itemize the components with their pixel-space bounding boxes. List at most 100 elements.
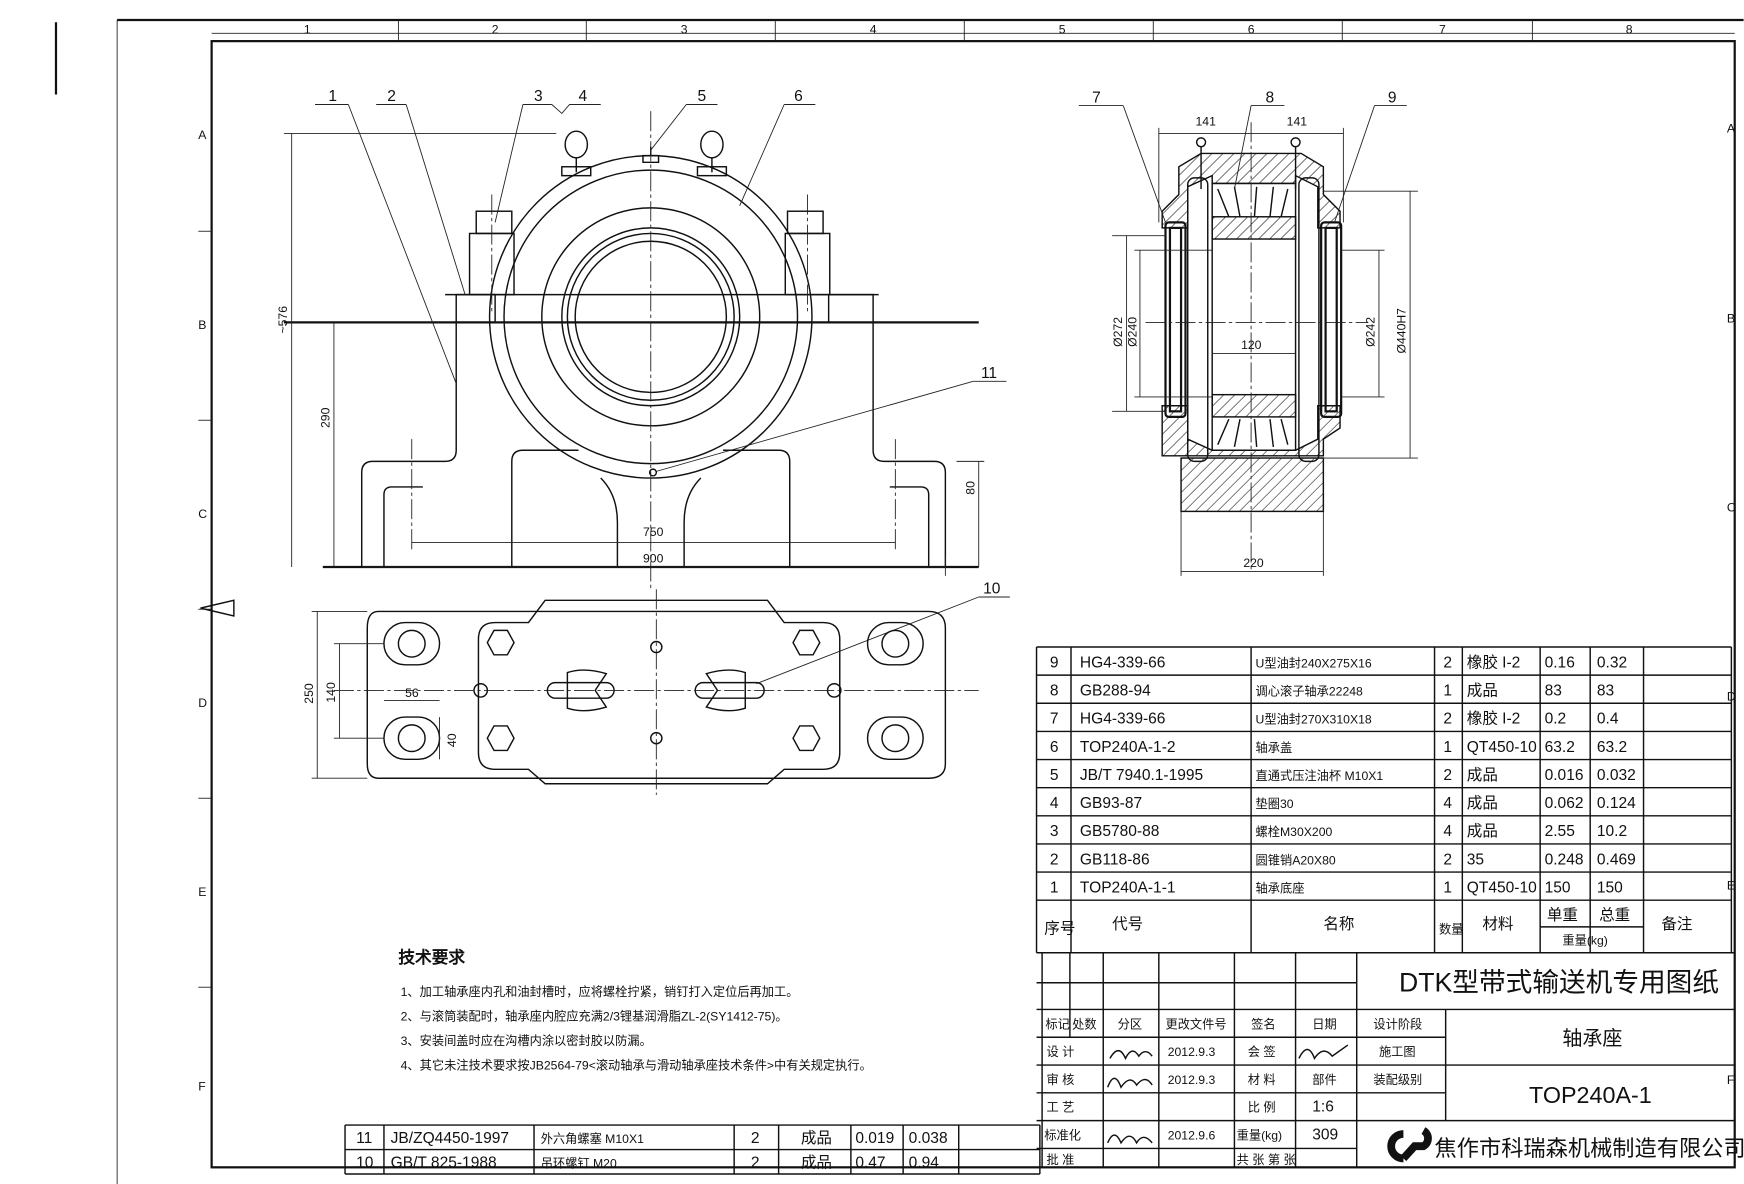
cell-no: 9 [1050, 654, 1059, 671]
dim-height-total: ~576 [276, 306, 290, 334]
cell-code: GB5780-88 [1080, 823, 1160, 840]
header-total-weight: 总重 [1599, 906, 1630, 924]
cell-qty: 4 [1443, 823, 1452, 840]
zone-row-label: B [1727, 311, 1735, 325]
label-date: 日期 [1312, 1017, 1336, 1031]
cell-unit: 63.2 [1545, 739, 1575, 756]
zone-row-label: F [198, 1080, 205, 1094]
cell-total: 63.2 [1597, 739, 1627, 756]
label-material: 材 料 [1248, 1073, 1276, 1087]
cell-unit: 0.2 [1545, 711, 1567, 728]
label-process: 工 艺 [1047, 1101, 1075, 1115]
dim-bearing-width: 120 [1241, 338, 1262, 352]
label-review: 审 核 [1047, 1072, 1075, 1087]
cell-total: 83 [1597, 683, 1614, 700]
cell-name: 吊环螺钉 M20 [541, 1156, 617, 1170]
zone-column-label: 8 [1626, 22, 1633, 36]
dim-slot-length: 56 [405, 686, 419, 700]
zone-column-label: 1 [304, 22, 311, 36]
cell-no: 5 [1050, 767, 1059, 784]
cell-code: HG4-339-66 [1080, 711, 1166, 728]
side-section-view: 141 141 Ø272 Ø240 120 Ø242 Ø440H7 220 7 … [1078, 89, 1418, 576]
zone-column-label: 7 [1439, 22, 1446, 36]
cell-no: 6 [1050, 739, 1059, 756]
cell-total: 0.038 [909, 1130, 948, 1147]
review-date: 2012.9.3 [1168, 1073, 1216, 1087]
eye-bolt-right [696, 130, 728, 177]
cell-name: 外六角螺塞 M10X1 [541, 1131, 644, 1146]
cell-no: 4 [1050, 795, 1059, 812]
cell-no: 11 [356, 1130, 372, 1147]
cell-no: 10 [356, 1154, 374, 1171]
zone-row-label: A [198, 128, 207, 142]
cell-name: 调心滚子轴承22248 [1256, 684, 1363, 699]
cell-name: U型油封270X310X18 [1256, 713, 1372, 727]
cell-qty: 1 [1443, 683, 1452, 700]
balloon-2: 2 [387, 88, 396, 105]
cell-qty: 2 [751, 1130, 760, 1147]
label-standard: 标准化 [1044, 1129, 1081, 1143]
dim-left-half: 141 [1196, 115, 1217, 129]
cell-qty: 2 [1443, 654, 1452, 671]
tech-requirement-1: 1、加工轴承座内孔和油封槽时，应将螺栓拧紧，销钉打入定位后再加工。 [401, 984, 799, 999]
label-zone: 分区 [1118, 1017, 1142, 1031]
tech-requirements-title: 技术要求 [398, 947, 465, 967]
zone-column-label: 3 [681, 22, 688, 36]
balloon-11: 11 [981, 365, 997, 382]
cell-code: JB/ZQ4450-1997 [391, 1130, 509, 1147]
cell-total: 0.469 [1597, 851, 1636, 868]
balloon-7: 7 [1092, 89, 1101, 106]
mounting-slots [383, 621, 924, 761]
cell-total: 150 [1597, 879, 1623, 896]
cell-name: 垫圈30 [1256, 796, 1294, 811]
cell-qty: 1 [1443, 879, 1452, 896]
cell-material: 35 [1467, 851, 1484, 868]
company-logo [1387, 1127, 1432, 1163]
dim-seal-dia-2: Ø242 [1364, 317, 1378, 347]
cell-qty: 2 [1443, 767, 1452, 784]
cell-name: 圆锥销A20X80 [1256, 853, 1336, 867]
label-countersign: 会 签 [1248, 1044, 1276, 1059]
header-no: 序号 [1044, 920, 1075, 938]
label-approve: 批 准 [1047, 1152, 1075, 1167]
zone-row-label: F [1727, 1073, 1734, 1087]
cell-no: 8 [1050, 683, 1059, 700]
zone-column-label: 2 [492, 22, 499, 36]
design-stage-value: 施工图 [1379, 1045, 1416, 1059]
cell-code: TOP240A-1-2 [1080, 739, 1176, 756]
cell-qty: 1 [1443, 739, 1452, 756]
header-code: 代号 [1112, 915, 1143, 933]
cell-name: U型油封240X275X16 [1256, 656, 1372, 670]
cell-code: TOP240A-1-1 [1080, 879, 1176, 896]
label-scale: 比 例 [1248, 1101, 1276, 1115]
cell-total: 0.32 [1597, 654, 1627, 671]
front-view: ~576 290 80 750 900 1 2 3 4 5 6 11 10 [276, 88, 1010, 685]
tech-requirement-3: 3、安装间盖时应在沟槽内涂以密封胶以防漏。 [401, 1033, 652, 1048]
tech-requirement-4: 4、其它未注技术要求按JB2564-79<滚动轴承与滑动轴承座技术条件>中有关规… [401, 1057, 872, 1072]
zone-row-label: D [198, 696, 207, 710]
label-sign: 签名 [1251, 1016, 1275, 1031]
balloon-5: 5 [697, 88, 706, 105]
cell-name: 螺栓M30X200 [1256, 824, 1333, 839]
cell-name: 直通式压注油杯 M10X1 [1256, 768, 1384, 783]
dim-slot-width: 40 [445, 733, 459, 747]
eye-bolt-left [561, 130, 592, 177]
scale-value: 1:6 [1312, 1099, 1334, 1116]
label-count: 处数 [1072, 1016, 1096, 1031]
cell-qty: 2 [1443, 711, 1452, 728]
cell-code: GB118-86 [1080, 851, 1150, 868]
hex-nuts [486, 629, 821, 752]
cell-name: 轴承盖 [1256, 740, 1293, 755]
dim-right-half: 141 [1287, 115, 1308, 129]
balloon-3: 3 [534, 88, 543, 105]
dim-base-width: 220 [1243, 556, 1264, 570]
label-change-doc: 更改文件号 [1165, 1016, 1226, 1031]
cell-code: GB93-87 [1080, 795, 1142, 812]
